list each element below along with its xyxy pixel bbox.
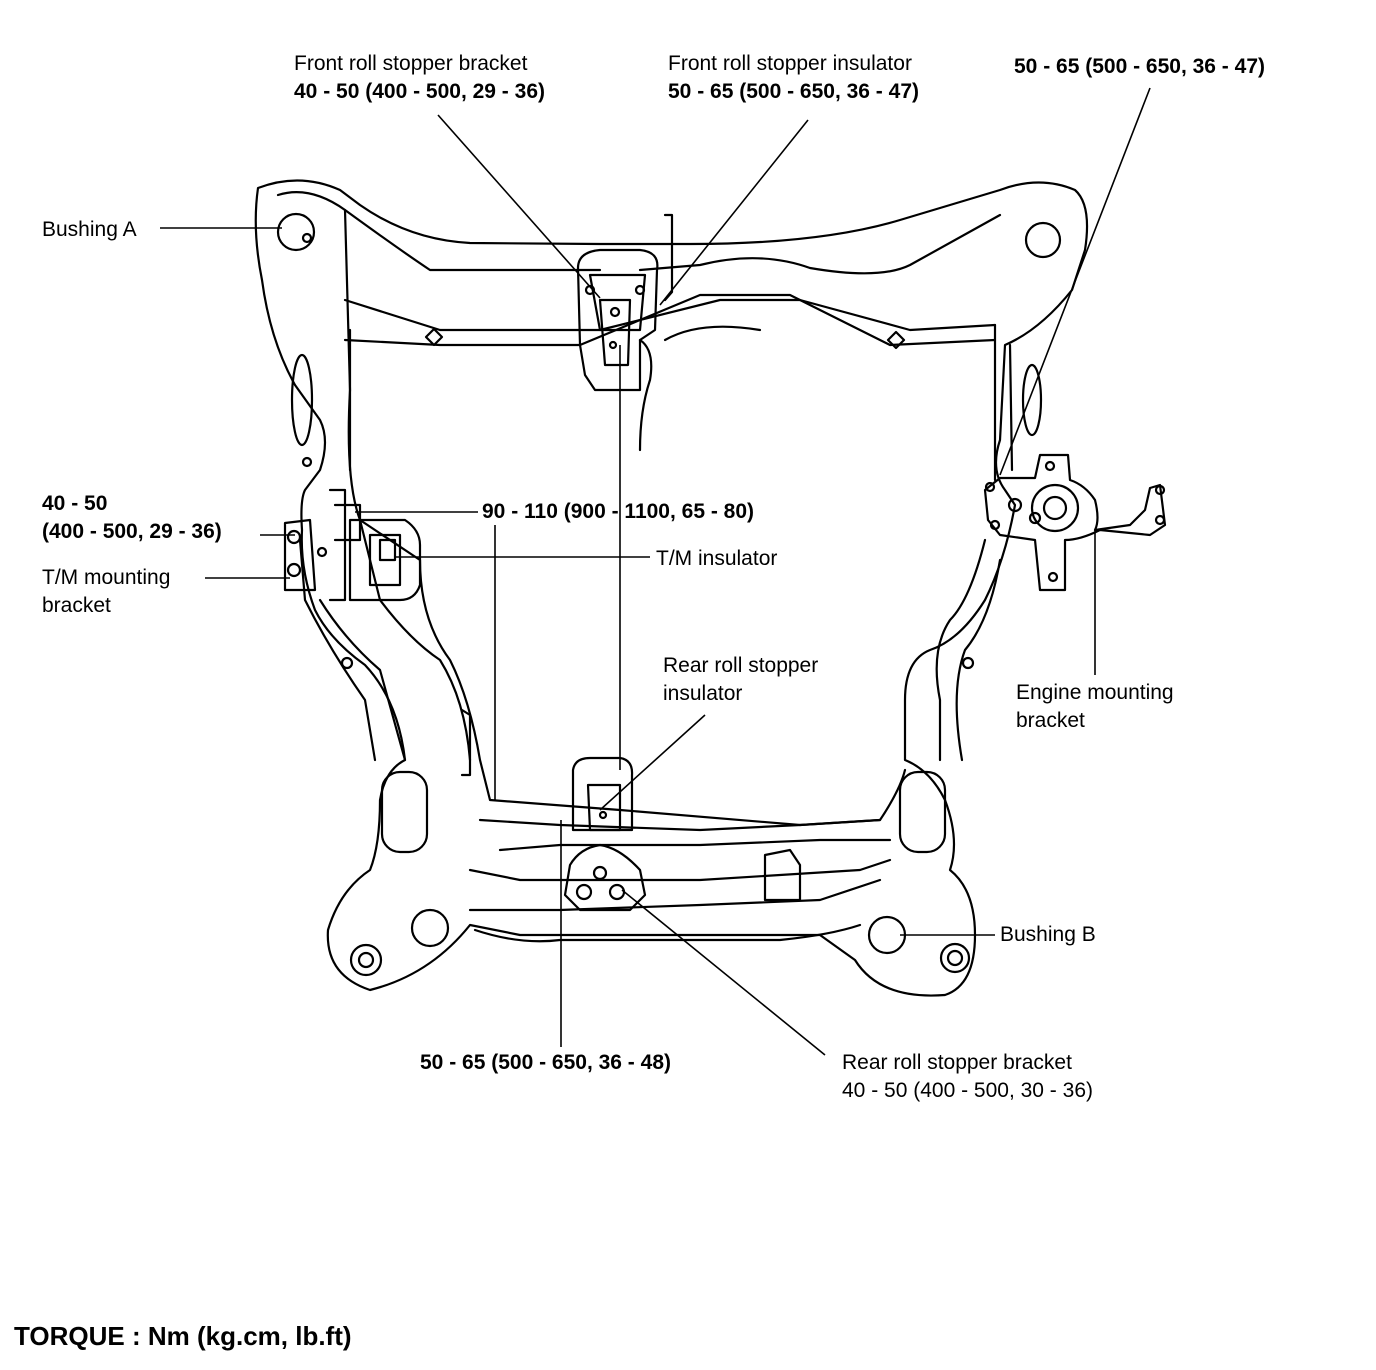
front-insulator-name: Front roll stopper insulator: [668, 52, 912, 75]
engine-mounting-bracket: [983, 453, 1167, 592]
tm-mounting-bracket-label: T/M mounting bracket: [42, 564, 170, 620]
engine-bracket-line1: Engine mounting: [1016, 681, 1174, 704]
front-roll-stopper-bracket-label: Front roll stopper bracket 40 - 50 (400 …: [294, 50, 545, 106]
engine-mounting-bracket-label: Engine mounting bracket: [1016, 679, 1174, 735]
rear-insulator-line2: insulator: [663, 682, 743, 705]
front-roll-stopper-insulator-label: Front roll stopper insulator 50 - 65 (50…: [668, 50, 919, 106]
leader-engine-torque: [999, 87, 1151, 476]
tm-insulator: [348, 518, 422, 602]
tm-mounting-bracket-line1: T/M mounting: [42, 566, 171, 589]
bushing-b-hole: [867, 915, 907, 955]
tm-mounting-bracket-line2: bracket: [42, 594, 111, 617]
tm-bracket-torque-line2: (400 - 500, 29 - 36): [42, 520, 222, 543]
rear-roll-stopper-insulator: [571, 756, 634, 832]
rear-insulator-torque-label: 50 - 65 (500 - 650, 36 - 48): [420, 1051, 671, 1074]
front-roll-stopper-bracket: [576, 248, 659, 392]
bushing-b-label: Bushing B: [1000, 923, 1096, 946]
tm-bracket-torque-label: 40 - 50 (400 - 500, 29 - 36): [42, 490, 222, 546]
leader-front-bracket: [437, 114, 601, 299]
torque-units-footer: TORQUE : Nm (kg.cm, lb.ft): [14, 1321, 352, 1351]
tm-insulator-label: T/M insulator: [656, 547, 778, 570]
bushing-a-label: Bushing A: [42, 218, 137, 241]
front-insulator-torque: 50 - 65 (500 - 650, 36 - 47): [668, 80, 919, 103]
rear-roll-stopper-bracket-label: Rear roll stopper bracket 40 - 50 (400 -…: [842, 1049, 1093, 1105]
tm-insulator-torque-label: 90 - 110 (900 - 1100, 65 - 80): [482, 500, 755, 523]
subframe-inner-outline: [276, 191, 907, 827]
leader-rear-insulator: [599, 714, 706, 811]
rear-roll-stopper-bracket: [563, 843, 647, 912]
rear-roll-stopper-insulator-label: Rear roll stopper insulator: [663, 652, 818, 708]
rear-bracket-torque: 40 - 50 (400 - 500, 30 - 36): [842, 1079, 1093, 1102]
tm-mounting-bracket: [283, 518, 317, 592]
engine-bracket-line2: bracket: [1016, 709, 1085, 732]
leader-rear-bracket: [621, 889, 826, 1056]
rear-bracket-name: Rear roll stopper bracket: [842, 1051, 1072, 1074]
engine-bracket-torque-label: 50 - 65 (500 - 650, 36 - 47): [1014, 55, 1265, 78]
front-bracket-torque: 40 - 50 (400 - 500, 29 - 36): [294, 80, 545, 103]
front-bracket-name: Front roll stopper bracket: [294, 52, 528, 75]
leader-front-insulator: [659, 119, 809, 306]
rear-insulator-line1: Rear roll stopper: [663, 654, 819, 677]
bushing-a-hole: [276, 212, 316, 252]
subframe-outline: [254, 179, 1089, 997]
tm-bracket-torque-line1: 40 - 50: [42, 492, 108, 515]
